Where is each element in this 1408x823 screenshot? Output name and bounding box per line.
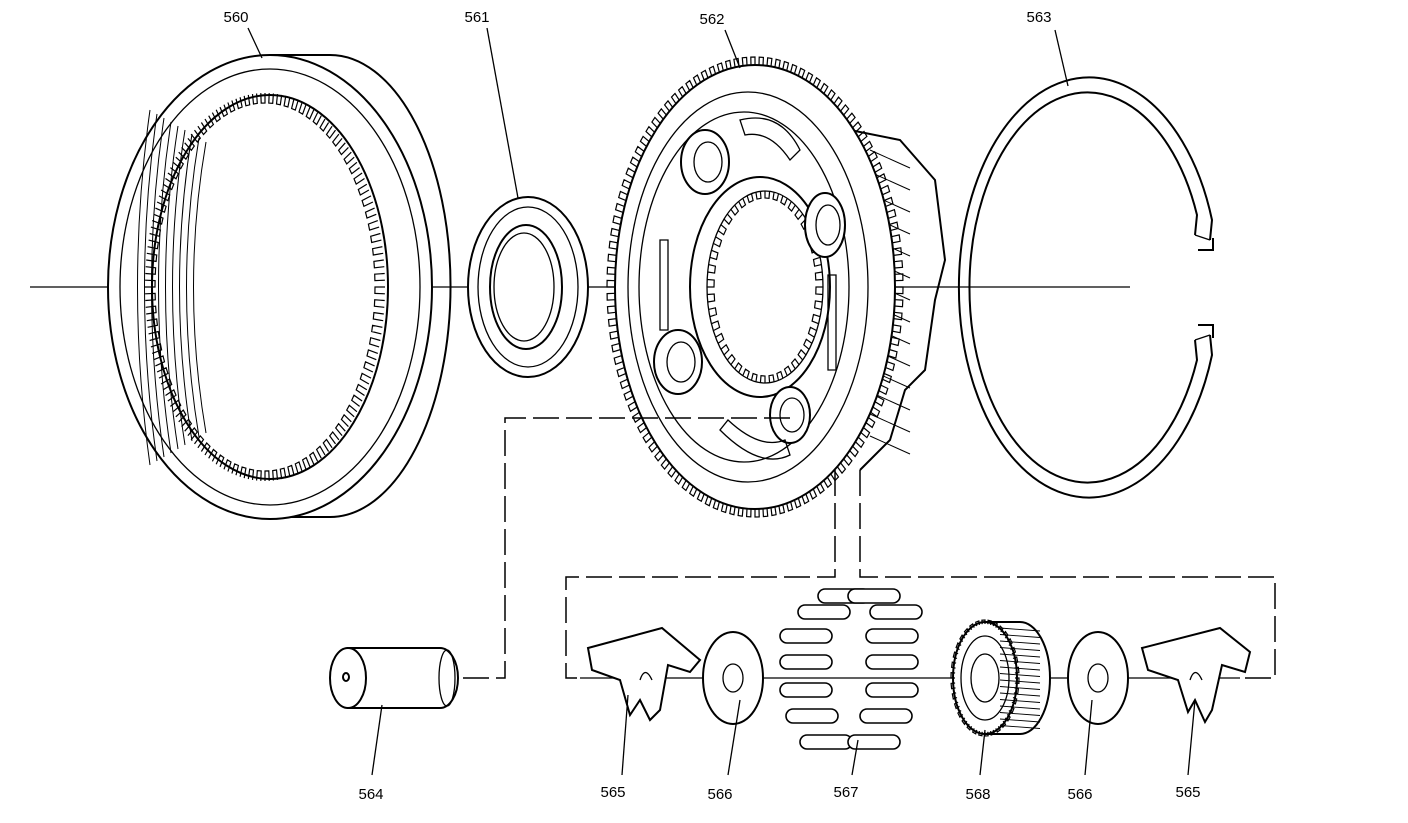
- needle-roller: [797, 604, 851, 620]
- hub-spline-row: [707, 191, 823, 383]
- ring-tooth-band: [172, 129, 186, 446]
- pinion-helix-line: [999, 640, 1041, 645]
- needle-roller: [865, 654, 919, 670]
- label-565-right: 565: [1175, 784, 1201, 801]
- pinion-helix-line: [999, 666, 1041, 671]
- snap-ring-part: [957, 76, 1214, 499]
- label-566-right: 566: [1067, 786, 1093, 803]
- pinion-helix-line: [999, 647, 1041, 651]
- needle-roller: [865, 628, 919, 644]
- ring-tooth-band: [144, 113, 158, 462]
- needle-roller: [865, 682, 919, 698]
- pinion-helix-line: [999, 686, 1041, 690]
- needle-roller: [869, 604, 923, 620]
- pinion-helix-line: [999, 673, 1041, 677]
- needle-roller: [785, 708, 839, 724]
- pinion-pin-part: [329, 647, 459, 709]
- needle-roller: [847, 588, 901, 604]
- side-gear-tooth: [869, 149, 911, 169]
- pinion-helix-line: [999, 725, 1041, 729]
- pinion-gear-part: [950, 619, 1051, 737]
- label-562: 562: [699, 11, 725, 28]
- ring-tooth-band: [137, 109, 151, 466]
- pinion-helix-line: [999, 712, 1041, 716]
- needle-bearings-part: [779, 588, 923, 750]
- ring-tooth-band: [193, 141, 207, 434]
- internal-ring-gear-part: [107, 54, 452, 520]
- carrier-pin-holes: [653, 117, 846, 460]
- pinion-helix-line: [999, 692, 1041, 697]
- needle-roller: [799, 734, 853, 750]
- pinion-helix-line: [999, 718, 1041, 723]
- pinion-helix-line: [999, 679, 1041, 684]
- label-563: 563: [1026, 9, 1052, 26]
- pinion-tooth-row: [950, 619, 1020, 737]
- thrust-washer-right-part: [1067, 631, 1129, 725]
- pinion-helix-line: [999, 653, 1041, 658]
- needle-roller: [847, 734, 901, 750]
- pinion-helix-line: [999, 634, 1041, 638]
- label-566-left: 566: [707, 786, 733, 803]
- label-565-left: 565: [600, 784, 626, 801]
- carrier-teeth: [606, 56, 904, 518]
- ring-tooth-row-outer: [145, 93, 385, 481]
- planetary-carrier-part: [606, 56, 947, 518]
- ring-tooth-band: [151, 117, 165, 458]
- label-567: 567: [833, 784, 859, 801]
- ring-tooth-band: [179, 133, 193, 442]
- pinion-helix-line: [999, 705, 1041, 710]
- pinion-helix-line: [999, 699, 1041, 703]
- label-561: 561: [464, 9, 490, 26]
- label-568: 568: [965, 786, 991, 803]
- pinion-gear-teeth: [950, 619, 1041, 737]
- ring-tooth-band: [186, 137, 200, 438]
- carrier-hub-teeth: [707, 191, 823, 383]
- needle-roller: [779, 628, 833, 644]
- side-gear-tooth: [869, 435, 911, 455]
- ring-gear-inner-teeth: [137, 109, 207, 466]
- thrust-bearing-part: [467, 196, 589, 378]
- needle-roller: [859, 708, 913, 724]
- label-564: 564: [358, 786, 384, 803]
- needle-roller: [779, 654, 833, 670]
- carrier-tooth-row: [606, 56, 904, 518]
- pinion-retainer-right-part: [1140, 626, 1252, 725]
- ring-tooth-band: [158, 121, 172, 454]
- ring-tooth-band: [165, 125, 179, 450]
- pinion-helix-line: [999, 627, 1041, 632]
- ring-gear-teeth: [145, 93, 385, 481]
- needle-roller: [779, 682, 833, 698]
- leader-lines: [247, 27, 1196, 776]
- thrust-washer-left-part: [702, 631, 764, 725]
- pinion-retainer-left-part: [586, 626, 702, 722]
- label-560: 560: [223, 9, 249, 26]
